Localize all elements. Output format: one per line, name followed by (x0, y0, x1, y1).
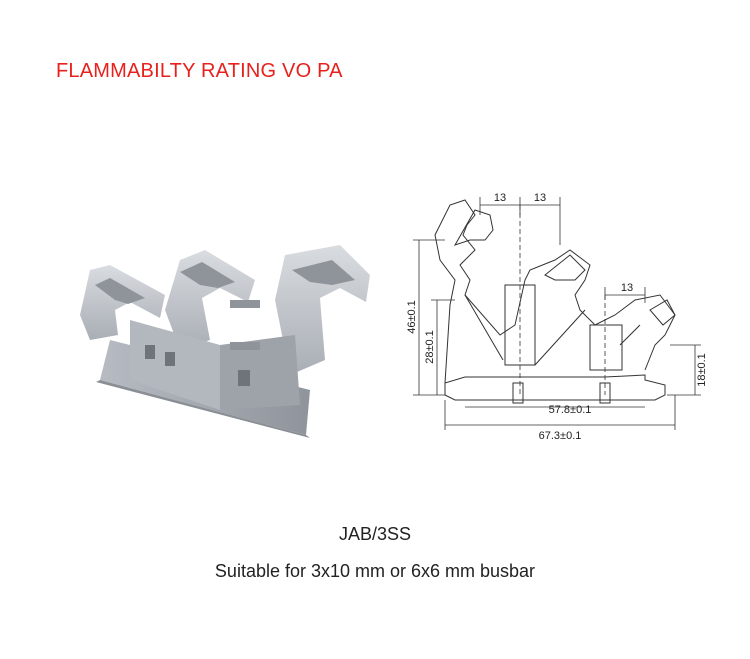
dim-lower-spacing: 13 (621, 282, 633, 294)
dim-low-height: 18±0.1 (696, 353, 708, 387)
dim-left-spacing: 13 (494, 192, 506, 204)
dim-total-width: 67.3±0.1 (539, 430, 582, 442)
product-model: JAB/3SS (338, 524, 412, 544)
dim-mid-height: 28±0.1 (424, 330, 436, 364)
flammability-heading: FLAMMABILTY RATING VO PA (56, 60, 343, 82)
technical-drawing: 13 13 13 46±0.1 28±0.1 18±0.1 57.8±0.1 6… (406, 192, 708, 442)
product-description: Suitable for 3x10 mm or 6x6 mm busbar (214, 561, 536, 581)
product-image (80, 245, 370, 438)
dim-right-spacing: 13 (534, 192, 546, 204)
dim-total-height: 46±0.1 (406, 300, 418, 334)
dim-inner-width: 57.8±0.1 (549, 404, 592, 416)
